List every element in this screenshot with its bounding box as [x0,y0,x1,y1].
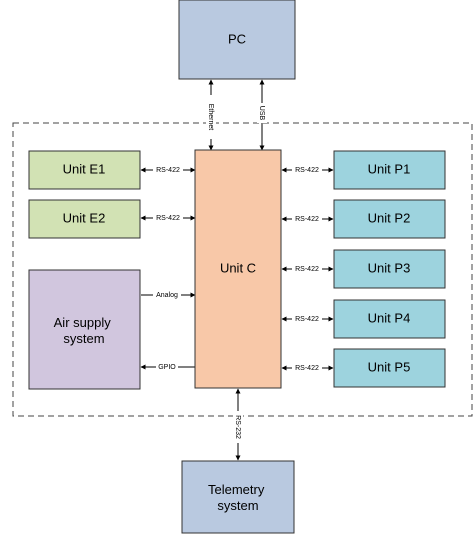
e1-label-bg [153,165,183,175]
analog-connector-label: Analog [156,292,178,299]
unit-p1-box [333,150,446,190]
air-supply-label-line1: Air supply [54,315,112,330]
usb-label: USB [258,106,265,121]
pc-box [178,0,296,80]
analog-label-bg [153,290,181,300]
p3-connector-label: RS-422 [295,266,319,273]
unit-p1-label: Unit P1 [368,161,411,176]
ethernet-label: Ethernet [207,104,214,131]
p1-connector-label: RS-422 [295,167,319,174]
rs232-connector-label: RS-232 [234,415,241,439]
unit-c-box [194,149,282,389]
unit-e2-label: Unit E2 [63,210,106,225]
air-supply-label: Air supply system [54,315,115,346]
unit-p4-label: Unit P4 [368,310,411,325]
p2-connector-label: RS-422 [295,216,319,223]
p2-label-bg [292,214,322,224]
e1-connector-label: RS-422 [156,167,180,174]
e2-label-bg [153,213,183,223]
p3-label-bg [292,264,322,274]
p5-label-bg [292,363,322,373]
p4-label-bg [292,314,322,324]
air-supply-box [28,269,141,390]
usb-label-bg [257,103,267,123]
p1-label-bg [292,165,322,175]
gpio-connector-label: GPIO [158,364,176,371]
telemetry-box [181,460,295,534]
p4-connector-label: RS-422 [295,316,319,323]
unit-p3-box [333,249,446,289]
gpio-label-bg [156,362,178,372]
p5-connector-label: RS-422 [295,365,319,372]
rs232-label-bg [233,411,243,443]
e2-connector-label: RS-422 [156,215,180,222]
air-supply-label-line2: system [63,331,104,346]
unit-p3-label: Unit P3 [368,260,411,275]
unit-p2-box [333,199,446,239]
ethernet-label-bg [206,95,216,139]
unit-e1-label: Unit E1 [63,161,106,176]
pc-label: PC [228,31,246,46]
unit-p5-label: Unit P5 [368,359,411,374]
unit-p5-box [333,348,446,388]
unit-c-label: Unit C [220,260,256,275]
telemetry-label-line2: system [217,498,258,513]
telemetry-label: Telemetry system [208,482,268,513]
telemetry-label-line1: Telemetry [208,482,265,497]
unit-p4-box [333,299,446,339]
unit-e2-box [28,199,141,239]
unit-p2-label: Unit P2 [368,210,411,225]
unit-e1-box [28,150,141,190]
